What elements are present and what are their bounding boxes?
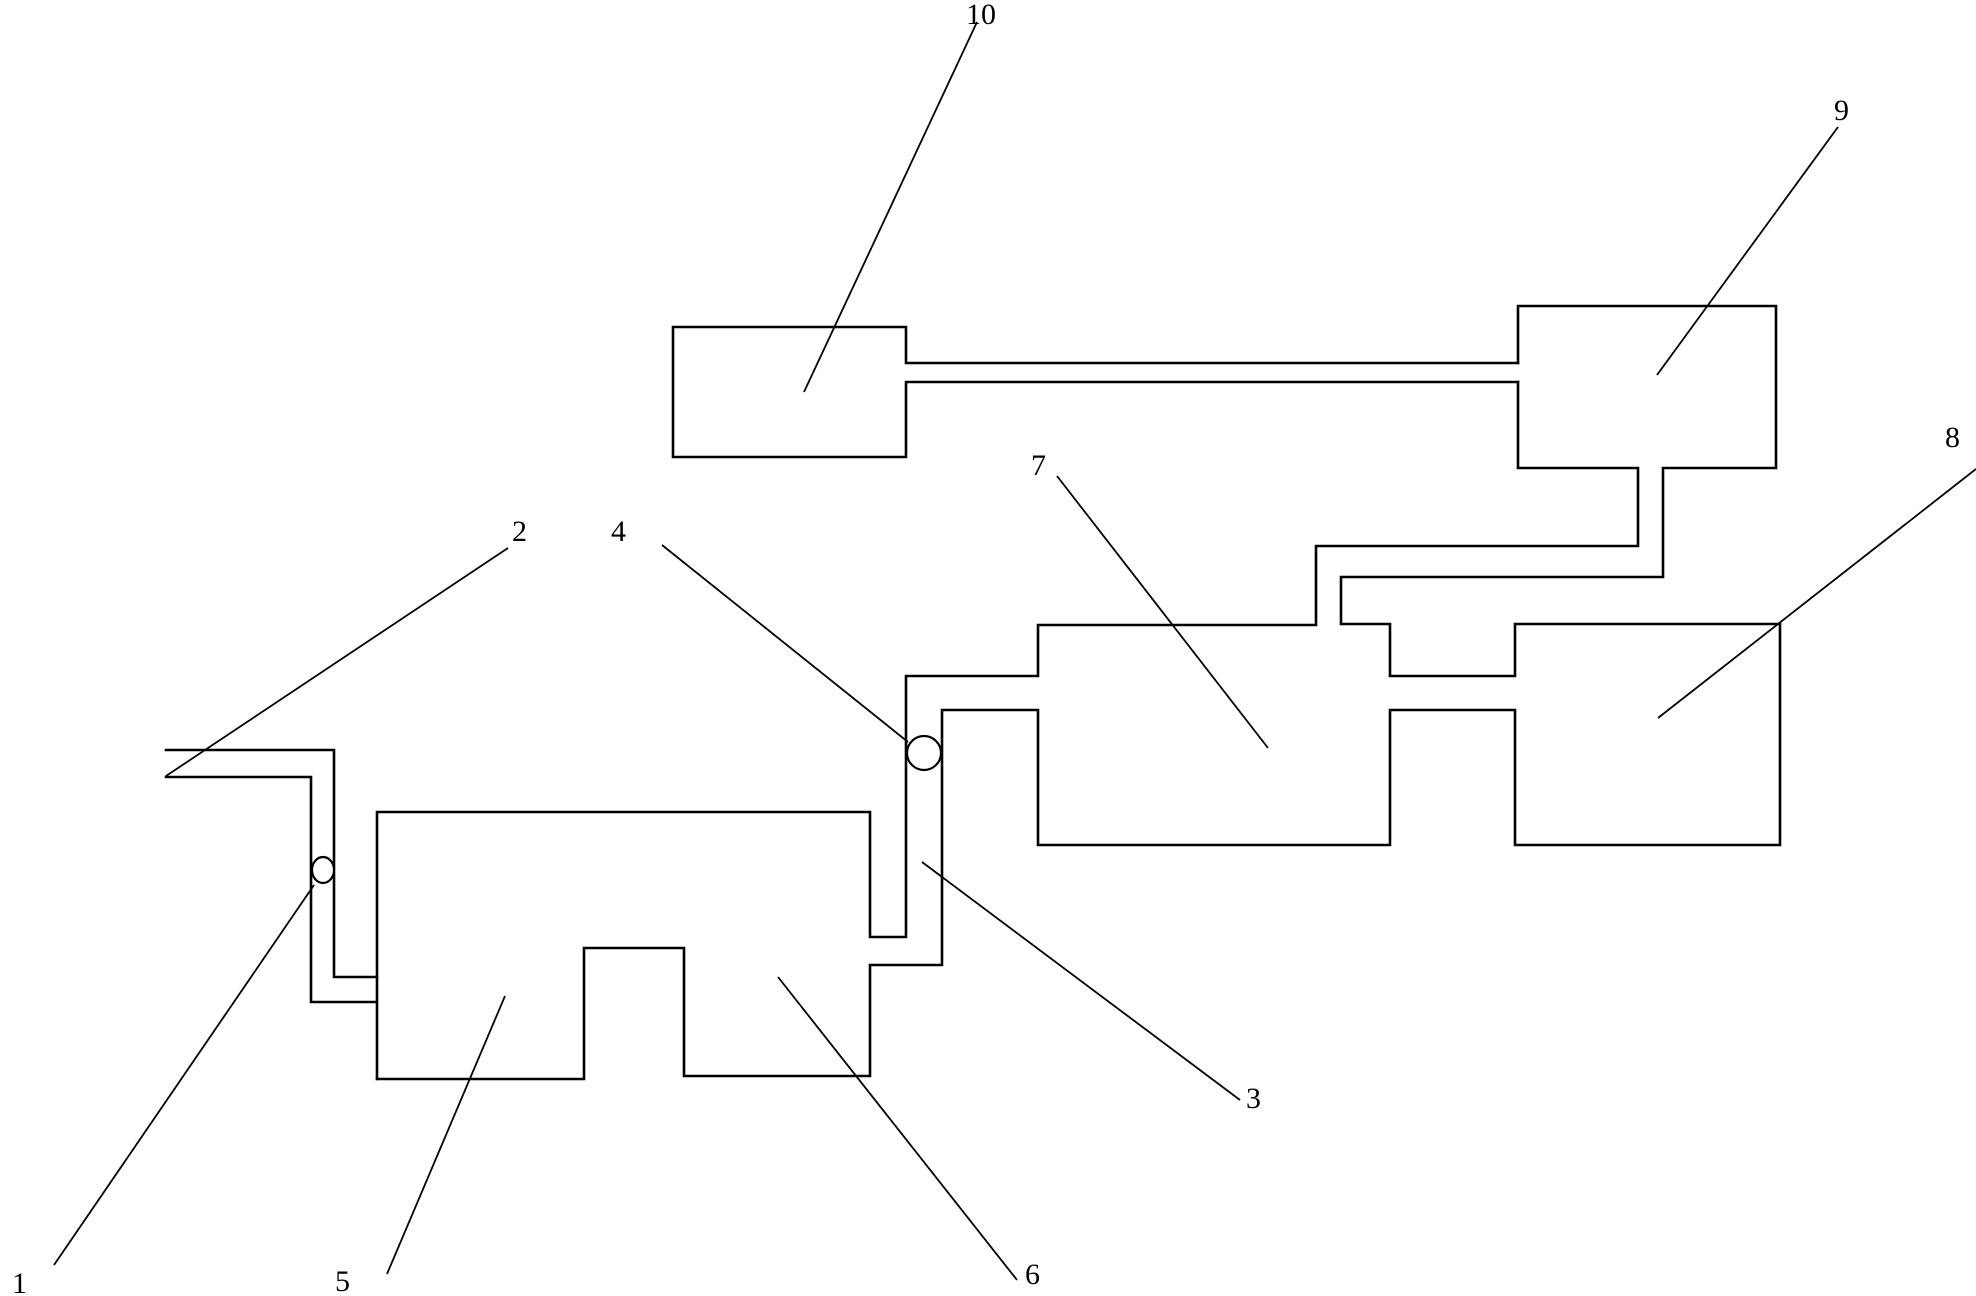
leader-6: [777, 976, 1018, 1281]
leader-1: [53, 884, 315, 1266]
label-10: 10: [966, 0, 996, 31]
leader-4: [661, 544, 909, 743]
box-9-to-box-7-pipe: [375, 380, 1640, 1081]
label-4: 4: [611, 515, 626, 548]
label-1: 1: [12, 1267, 27, 1296]
label-9: 9: [1834, 94, 1849, 127]
leader-8: [1657, 468, 1976, 719]
leader-3: [921, 861, 1241, 1101]
pipe-2-upper-wall: [164, 748, 379, 979]
box-9-outline: [375, 304, 1782, 1081]
label-8: 8: [1945, 421, 1960, 454]
leader-5: [386, 995, 506, 1275]
valve-1: [310, 855, 336, 885]
label-6: 6: [1025, 1258, 1040, 1291]
box-10-channel-top: [671, 325, 1520, 459]
pipe-2-lower-wall: [164, 775, 379, 1004]
leader-9: [1656, 126, 1839, 376]
label-5: 5: [335, 1265, 350, 1296]
leader-10: [803, 21, 978, 393]
label-2: 2: [512, 515, 527, 548]
leader-2: [165, 547, 509, 777]
label-7: 7: [1031, 449, 1046, 482]
label-3: 3: [1246, 1082, 1261, 1115]
leader-7: [1056, 475, 1269, 749]
valve-4: [905, 734, 943, 772]
